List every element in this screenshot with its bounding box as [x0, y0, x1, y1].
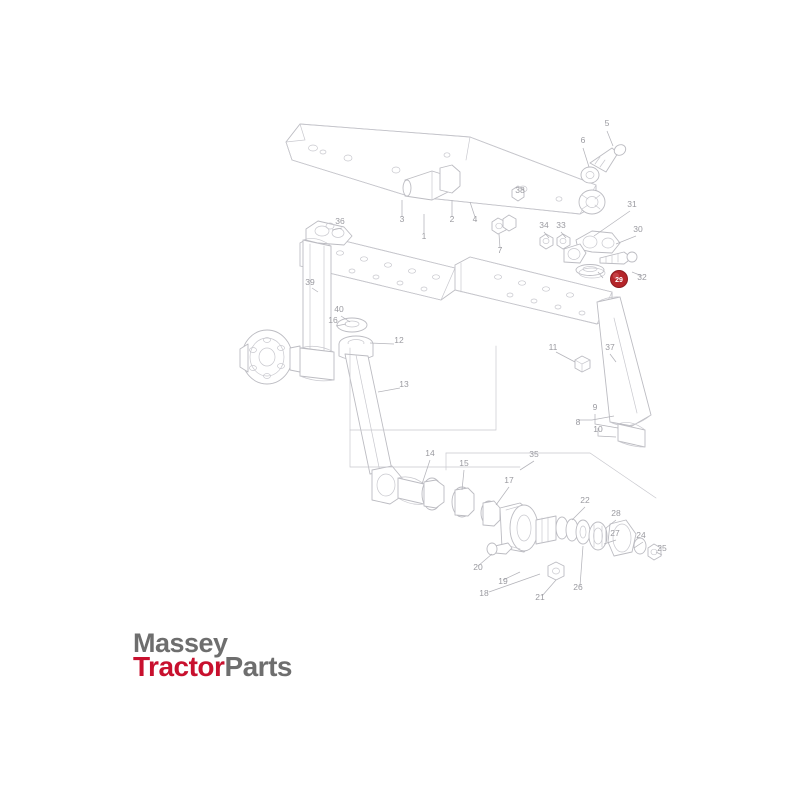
logo-line-tractorparts: TractorParts — [133, 653, 292, 681]
callout-number-18: 18 — [479, 588, 489, 598]
callout-number-10: 10 — [593, 424, 603, 434]
site-logo: Massey TractorParts — [133, 630, 363, 690]
logo-word-tractor: Tractor — [133, 651, 225, 682]
callout-number-32: 32 — [637, 272, 647, 282]
callout-number-37: 37 — [605, 342, 615, 352]
callout-number-5: 5 — [605, 118, 610, 128]
left-spindle-assembly — [239, 220, 353, 385]
callout-number-4: 4 — [473, 214, 478, 224]
callout-number-31: 31 — [627, 199, 637, 209]
callout-number-26: 26 — [573, 582, 583, 592]
callout-number-13: 13 — [399, 379, 409, 389]
tie-rod-hub-assembly — [349, 345, 662, 581]
callout-number-25: 25 — [657, 543, 667, 553]
callout-number-38: 38 — [515, 185, 525, 195]
callout-number-19: 19 — [498, 576, 508, 586]
callout-number-33: 33 — [556, 220, 566, 230]
callout-number-30: 30 — [633, 224, 643, 234]
callout-number-17: 17 — [504, 475, 514, 485]
callout-number-12: 12 — [394, 335, 404, 345]
highlight-part-number: 29 — [615, 277, 623, 284]
callout-number-8: 8 — [576, 417, 581, 427]
callout-number-2: 2 — [450, 214, 455, 224]
callout-number-39: 39 — [305, 277, 315, 287]
callout-number-7: 7 — [498, 245, 503, 255]
logo-word-parts: Parts — [224, 651, 292, 682]
left-wheel-hub — [239, 329, 301, 385]
callout-number-24: 24 — [636, 530, 646, 540]
right-spindle-assembly — [574, 296, 652, 448]
callout-number-3: 3 — [400, 214, 405, 224]
callout-number-40: 40 — [334, 304, 344, 314]
callout-number-22: 22 — [580, 495, 590, 505]
callout-number-27: 27 — [610, 528, 620, 538]
callout-number-11: 11 — [549, 342, 558, 352]
callout-number-20: 20 — [473, 562, 483, 572]
callout-leader-lines — [311, 130, 663, 597]
steering-arm-assembly — [491, 144, 638, 279]
callout-number-28: 28 — [611, 508, 621, 518]
callout-number-35: 35 — [529, 449, 539, 459]
top-axle-beam — [285, 123, 597, 215]
highlight-badge: 29 — [610, 270, 628, 288]
callout-number-6: 6 — [581, 135, 586, 145]
logo-line-massey: Massey — [133, 628, 228, 658]
callout-number-14: 14 — [425, 448, 435, 458]
callout-number-15: 15 — [459, 458, 469, 468]
callout-number-34: 34 — [539, 220, 549, 230]
callout-number-21: 21 — [535, 592, 545, 602]
callout-number-16: 16 — [328, 315, 338, 325]
callout-number-9: 9 — [593, 402, 598, 412]
callout-number-36: 36 — [335, 216, 345, 226]
callout-number-1: 1 — [422, 231, 427, 241]
highlighted-shim-washer — [575, 264, 606, 279]
drag-link-assembly — [336, 317, 393, 475]
